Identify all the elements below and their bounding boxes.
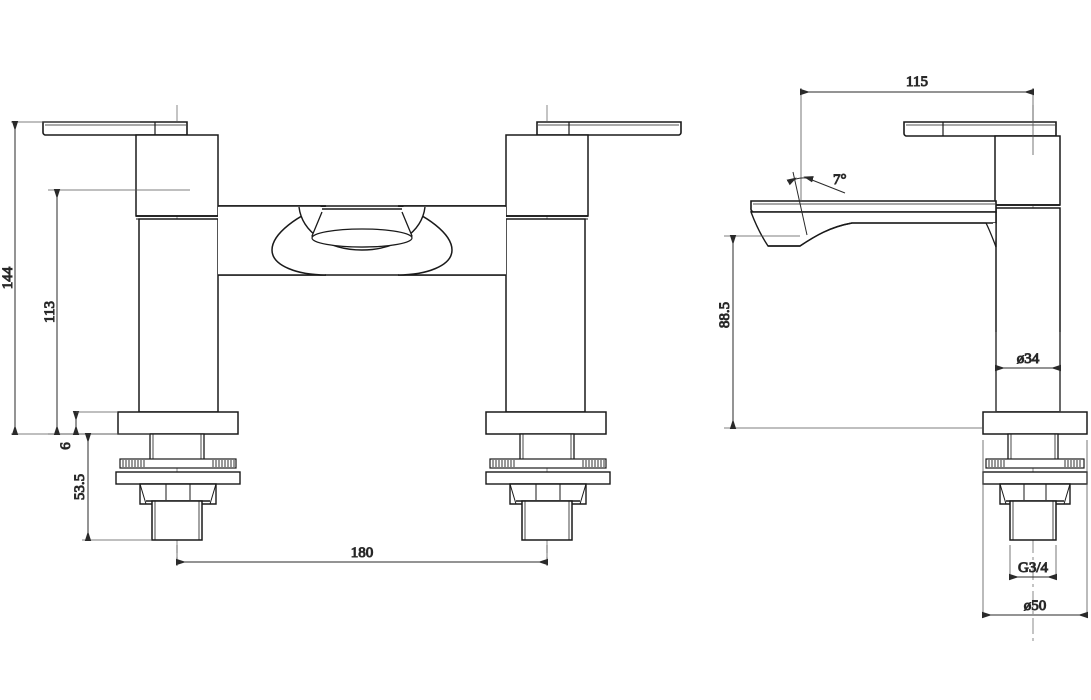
dimension-d34: ø34 xyxy=(995,351,1061,372)
right-riser-column xyxy=(505,218,586,413)
dimension-label-115: 115 xyxy=(906,74,928,90)
right-cartridge-housing xyxy=(505,134,589,220)
dimension-label-d50: ø50 xyxy=(1024,598,1047,614)
right-base-flange xyxy=(485,411,607,435)
dimension-label-7-degrees: 7° xyxy=(833,172,847,188)
spout-outlet-aerator xyxy=(298,206,426,251)
right-tap-assembly xyxy=(485,121,682,541)
dimension-label-88-5: 88.5 xyxy=(717,302,733,328)
dimension-g34: G3/4 xyxy=(1009,560,1057,581)
left-backnut-plate xyxy=(115,471,241,485)
dimension-label-6: 6 xyxy=(58,442,74,450)
left-base-flange xyxy=(117,411,239,435)
right-backnut-plate xyxy=(485,471,611,485)
right-threaded-tail xyxy=(521,500,573,541)
side-tap-assembly xyxy=(749,121,1088,541)
dimension-180: 180 xyxy=(176,545,548,566)
left-knurled-washer xyxy=(119,458,237,469)
side-elevation-view: 115 7° 88.5 ø34 G3/4 xyxy=(717,74,1088,645)
dimension-label-180: 180 xyxy=(351,545,374,561)
dimension-label-53-5: 53.5 xyxy=(72,474,88,500)
dimension-d50: ø50 xyxy=(982,598,1088,619)
dimension-113: 113 xyxy=(42,189,61,435)
side-spout xyxy=(749,200,997,248)
side-knurled-washer xyxy=(985,458,1085,469)
front-elevation-view: 144 113 6 53.5 180 xyxy=(0,105,682,566)
dimension-144: 144 xyxy=(0,121,19,435)
dimension-88-5: 88.5 xyxy=(717,235,737,429)
left-cartridge-housing xyxy=(135,134,219,220)
side-cartridge-housing xyxy=(994,135,1061,209)
dimension-115: 115 xyxy=(800,74,1034,96)
dimension-7-degrees: 7° xyxy=(786,172,847,236)
dimension-label-d34: ø34 xyxy=(1017,351,1040,367)
side-threaded-tail xyxy=(1009,500,1057,541)
dimension-label-g34: G3/4 xyxy=(1018,560,1049,576)
side-base-flange xyxy=(982,411,1088,435)
dimension-53-5: 53.5 xyxy=(72,433,92,541)
dimension-6: 6 xyxy=(58,411,118,450)
dimensions-front: 144 113 6 53.5 180 xyxy=(0,121,548,566)
left-tap-assembly xyxy=(42,121,241,541)
right-knurled-washer xyxy=(489,458,607,469)
dimensions-side: 115 7° 88.5 ø34 G3/4 xyxy=(717,74,1088,619)
left-riser-column xyxy=(138,218,219,413)
left-threaded-tail xyxy=(151,500,203,541)
dimension-label-144: 144 xyxy=(0,266,16,289)
side-riser-column xyxy=(995,207,1061,413)
dimension-label-113: 113 xyxy=(42,301,58,323)
spout-body-front xyxy=(218,205,506,276)
side-backnut-plate xyxy=(982,471,1088,485)
